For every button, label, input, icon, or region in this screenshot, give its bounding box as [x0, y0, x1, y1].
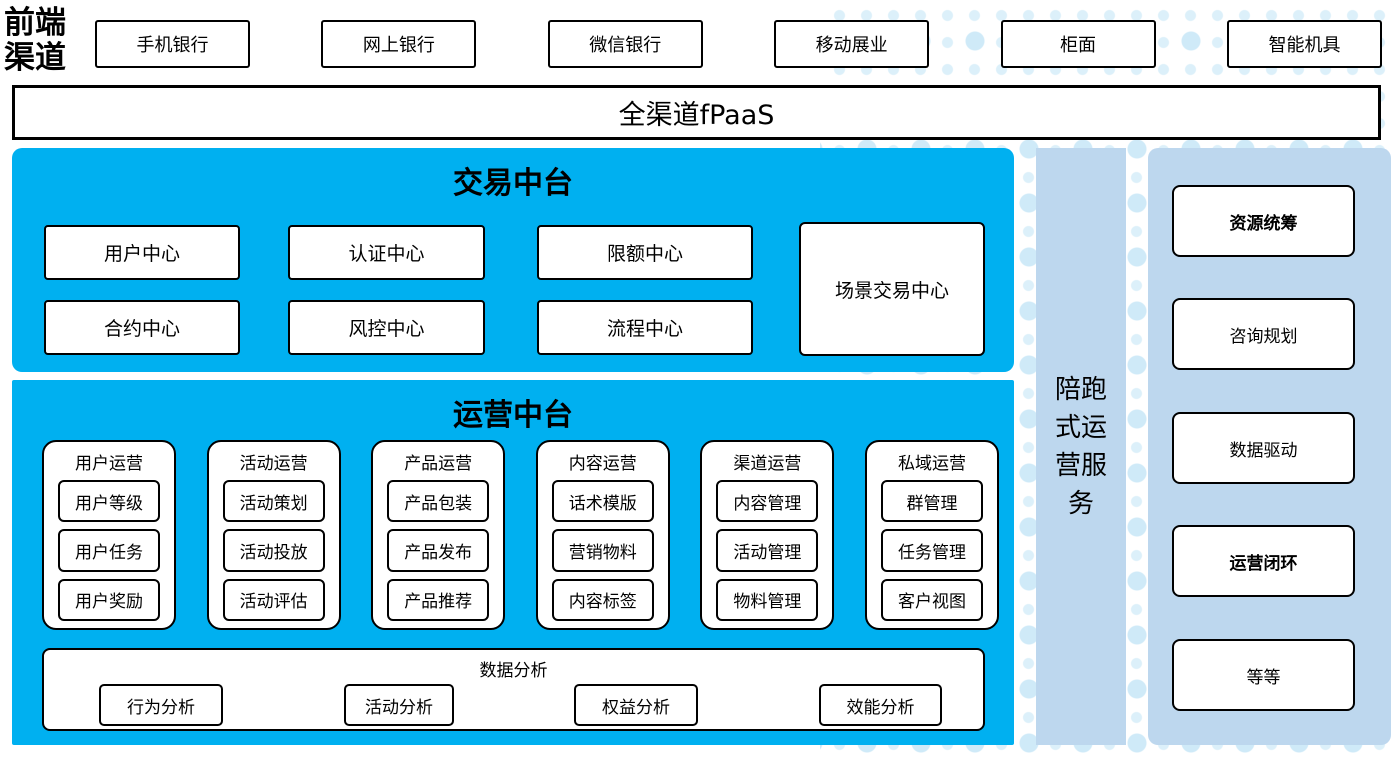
ops-column-header: 用户运营	[75, 454, 143, 474]
front-channels-label-line2: 渠道	[4, 40, 66, 76]
ops-column-product: 产品运营 产品包装 产品发布 产品推荐	[371, 440, 506, 630]
ops-column-header: 私域运营	[897, 454, 966, 474]
ops-item: 用户奖励	[58, 578, 160, 621]
box-benefit-analysis: 权益分析	[574, 684, 698, 726]
ops-item: 用户等级	[58, 480, 160, 523]
ops-item: 内容标签	[551, 578, 654, 621]
ops-item: 产品发布	[387, 529, 490, 572]
ops-item: 客户视图	[880, 578, 983, 621]
ops-column-activity: 活动运营 活动策划 活动投放 活动评估	[206, 440, 341, 630]
box-consulting-planning: 咨询规划	[1172, 298, 1355, 370]
box-ops-closed-loop: 运营闭环	[1172, 525, 1355, 597]
ops-item: 活动管理	[716, 529, 819, 572]
channel-box-smart-devices: 智能机具	[1226, 20, 1382, 68]
box-behavior-analysis: 行为分析	[99, 684, 223, 726]
front-channels-label: 前端 渠道	[4, 6, 92, 76]
channel-box-wechat-banking: 微信银行	[547, 20, 703, 68]
ops-platform-title: 运营中台	[453, 398, 573, 433]
ops-item: 群管理	[880, 480, 983, 523]
ops-item: 活动策划	[222, 480, 325, 523]
data-analysis-title: 数据分析	[479, 661, 548, 681]
ops-item: 物料管理	[716, 578, 819, 621]
channel-box-counter: 柜面	[1000, 20, 1156, 68]
ops-item: 话术模版	[551, 480, 654, 523]
service-label-line: 式运	[1054, 412, 1107, 443]
front-channels-row: 手机银行 网上银行 微信银行 移动展业 柜面 智能机具	[95, 20, 1382, 68]
box-user-center: 用户中心	[44, 225, 240, 280]
box-etc: 等等	[1172, 639, 1355, 711]
box-process-center: 流程中心	[537, 300, 753, 355]
ops-item: 产品包装	[387, 480, 490, 523]
ops-column-header: 产品运营	[404, 454, 473, 474]
data-analysis-container: 数据分析 行为分析 活动分析 权益分析 效能分析	[42, 648, 985, 731]
box-data-driven: 数据驱动	[1172, 412, 1355, 484]
service-items-panel: 资源统筹 咨询规划 数据驱动 运营闭环 等等	[1148, 148, 1391, 745]
channel-box-mobile-sales: 移动展业	[774, 20, 930, 68]
ops-columns-row: 用户运营 用户等级 用户任务 用户奖励 活动运营 活动策划 活动投放 活动评估 …	[42, 440, 999, 630]
ops-column-content: 内容运营 话术模版 营销物料 内容标签	[535, 440, 670, 630]
ops-column-header: 内容运营	[568, 454, 637, 474]
trade-platform-title: 交易中台	[453, 166, 573, 201]
ops-column-channel: 渠道运营 内容管理 活动管理 物料管理	[700, 440, 835, 630]
accompanying-ops-service-label: 陪跑 式运 营服 务	[1055, 371, 1107, 523]
ops-platform-panel: 运营中台 用户运营 用户等级 用户任务 用户奖励 活动运营 活动策划 活动投放 …	[12, 380, 1014, 745]
channel-box-online-banking: 网上银行	[321, 20, 477, 68]
ops-item: 用户任务	[58, 529, 160, 572]
channel-box-mobile-banking: 手机银行	[95, 20, 250, 68]
service-label-line: 务	[1067, 488, 1094, 519]
ops-column-private-domain: 私域运营 群管理 任务管理 客户视图	[864, 440, 999, 630]
ops-item: 产品推荐	[387, 578, 490, 621]
ops-column-header: 渠道运营	[733, 454, 802, 474]
box-auth-center: 认证中心	[288, 225, 485, 280]
front-channels-label-line1: 前端	[4, 5, 66, 41]
box-limit-center: 限额中心	[537, 225, 753, 280]
box-efficiency-analysis: 效能分析	[819, 684, 942, 726]
box-risk-center: 风控中心	[288, 300, 485, 355]
ops-item: 任务管理	[880, 529, 983, 572]
box-activity-analysis: 活动分析	[344, 684, 454, 726]
accompanying-ops-service-bar: 陪跑 式运 营服 务	[1036, 148, 1126, 745]
ops-column-header: 活动运营	[239, 454, 308, 474]
ops-item: 营销物料	[551, 529, 654, 572]
ops-item: 活动投放	[222, 529, 325, 572]
box-resource-planning: 资源统筹	[1172, 185, 1355, 257]
omnichannel-fpaas-bar: 全渠道fPaaS	[12, 85, 1381, 140]
trade-platform-panel: 交易中台 用户中心 认证中心 限额中心 合约中心 风控中心 流程中心 场景交易中…	[12, 148, 1014, 372]
box-contract-center: 合约中心	[44, 300, 240, 355]
service-label-line: 营服	[1054, 450, 1107, 481]
box-scenario-trade-center: 场景交易中心	[799, 222, 985, 356]
ops-column-user: 用户运营 用户等级 用户任务 用户奖励	[42, 440, 176, 630]
ops-item: 活动评估	[222, 578, 325, 621]
ops-item: 内容管理	[716, 480, 819, 523]
service-label-line: 陪跑	[1054, 374, 1107, 405]
